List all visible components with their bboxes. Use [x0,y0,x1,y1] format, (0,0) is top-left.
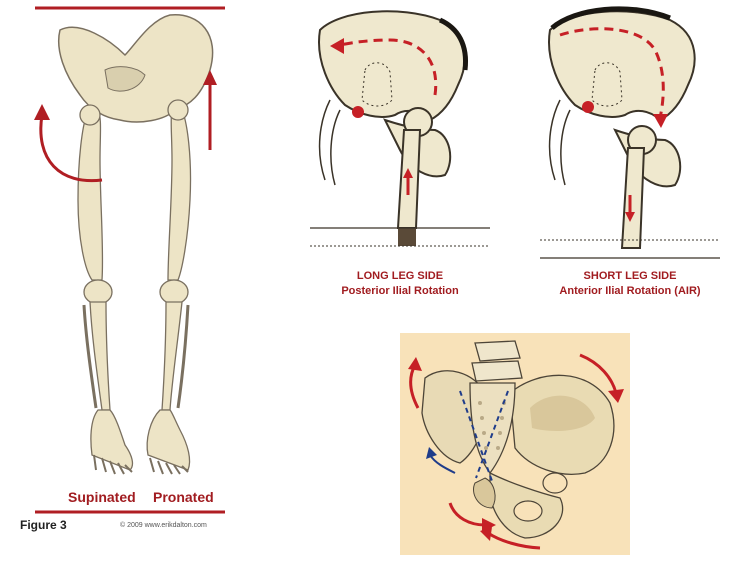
long-leg-hip-illustration [310,10,490,247]
bottom-rotation-arrowhead [480,527,492,541]
rotation-axis-dot [582,101,594,113]
legs-illustration-panel: Supinated Pronated Figure 3 © 2009 www.e… [20,0,240,545]
anterior-rotation-arrowhead [653,114,668,128]
rotation-axis-dashed-line-1 [459,390,493,482]
right-femoral-head [167,99,189,121]
right-foot [146,409,191,471]
right-toes [149,457,189,475]
sacrum-outline [318,99,341,186]
pronated-label: Pronated [153,489,214,505]
left-femur [77,109,104,281]
inner-dotted-outline [361,62,393,107]
pelvis-rotation-illustration [400,333,630,555]
long-leg-side-panel: LONG LEG SIDE Posterior Ilial Rotation [300,0,500,310]
left-knee [83,279,113,305]
femur-base-shadow [398,228,416,246]
lumbar-vertebrae [471,340,523,382]
femur-up-arrowhead [403,168,413,178]
rotation-axis-dashed-line-2 [475,390,509,479]
top-right-rotation-arrowhead [608,389,624,403]
left-fibula [82,304,98,409]
inner-dotted-outline [591,62,623,107]
ilium-bone [318,10,466,122]
copyright-text: © 2009 www.erikdalton.com [120,522,207,529]
rotation-axis-dot [352,106,364,118]
sacrum-outline [548,99,571,186]
bottom-left-rotation-arrowhead [482,518,496,532]
pelvis-rotation-panel [400,333,630,555]
femur-down-arrowhead [625,212,635,222]
bottom-rotation-arrow [487,531,541,550]
left-acetabulum [473,477,496,509]
posterior-rotation-arrowhead [330,38,344,54]
left-toes [93,454,133,475]
long-leg-title: LONG LEG SIDE [356,270,444,282]
short-leg-hip-illustration [540,6,720,259]
bottom-left-rotation-arrow [448,502,486,527]
right-fibula [176,304,190,409]
acetabulum [542,472,568,494]
left-foot [90,409,134,471]
right-femur [167,104,192,281]
pelvis-bone [58,14,214,123]
ilium-bone [548,10,696,122]
left-femoral-head [79,104,101,126]
iliac-crest-dark-edge [550,6,671,30]
iliac-fossa [530,395,595,431]
short-leg-title: SHORT LEG SIDE [583,270,677,282]
top-right-rotation-arrow [579,353,618,394]
pronation-arrowhead [203,70,217,85]
obturator-foramen [513,500,543,522]
supinated-label: Supinated [68,489,136,505]
femur-shaft [620,147,646,249]
figure-label: Figure 3 [20,518,67,532]
short-leg-subtitle: Anterior Ilial Rotation (AIR) [559,285,701,297]
pelvis-inlet [104,66,146,92]
right-knee [159,279,189,305]
small-blue-arrowhead [426,447,437,459]
long-leg-subtitle: Posterior Ilial Rotation [341,285,459,297]
iliac-crest-dark-edge [438,17,469,71]
posterior-rotation-arrow [339,38,438,96]
supination-curved-arrow [39,114,103,183]
supination-arrowhead [34,104,50,120]
short-leg-side-panel: SHORT LEG SIDE Anterior Ilial Rotation (… [530,0,730,310]
top-left-rotation-arrowhead [408,357,422,371]
legs-illustration [34,6,225,514]
